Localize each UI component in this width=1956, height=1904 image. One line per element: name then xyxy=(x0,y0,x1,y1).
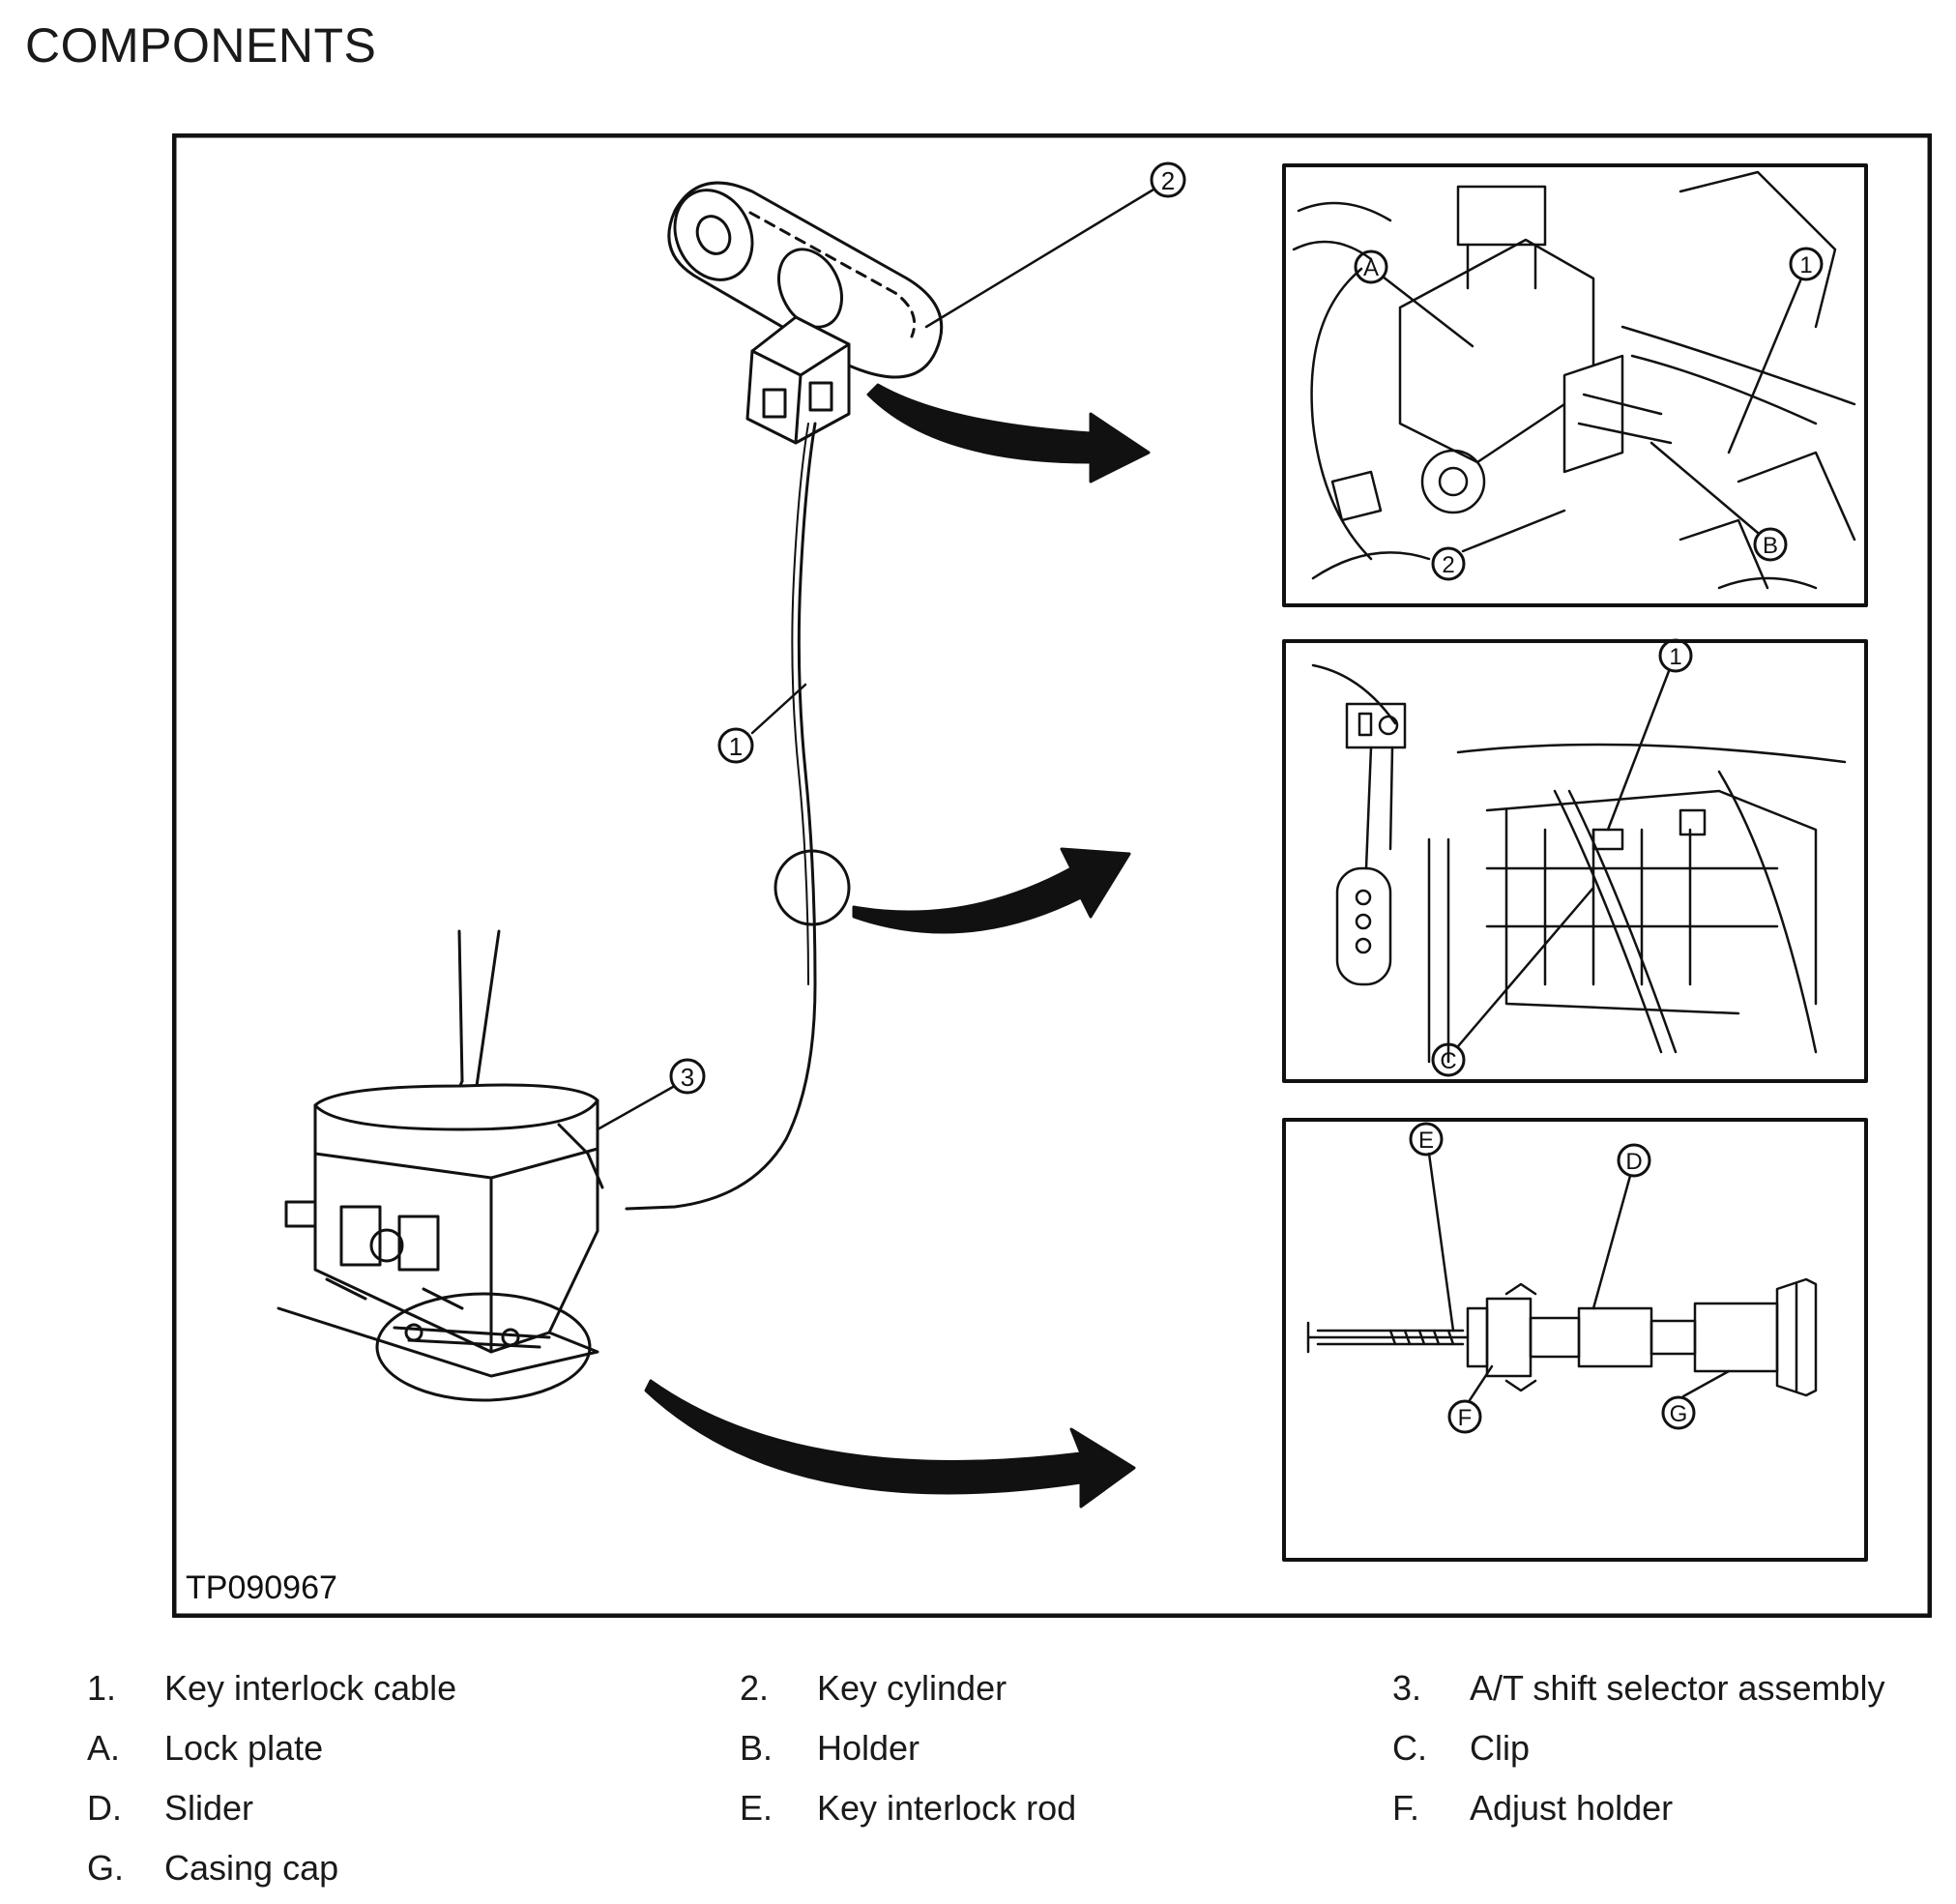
legend-text: Key interlock rod xyxy=(817,1788,1077,1828)
arrow-to-bottom-detail xyxy=(644,1379,1136,1509)
callout-1-cable: 1 xyxy=(717,727,754,764)
figure-code: TP090967 xyxy=(186,1569,337,1606)
detail-panel-middle xyxy=(1282,639,1868,1083)
leader-lines xyxy=(596,188,1803,1402)
callout-1-top: 1 xyxy=(1789,247,1824,281)
legend-text: Adjust holder xyxy=(1470,1788,1674,1828)
callout-label: B xyxy=(1763,533,1778,559)
legend-text: Lock plate xyxy=(164,1728,324,1768)
rod-detail-ellipse xyxy=(375,1292,592,1402)
callout-c: C xyxy=(1431,1042,1466,1077)
cable-clip-detail-circle xyxy=(774,849,851,926)
callout-label: 3 xyxy=(681,1063,694,1092)
bottom-panel-drawing xyxy=(1306,1277,1818,1397)
callout-1-middle: 1 xyxy=(1658,638,1693,673)
components-figure: 2 1 3 A 1 B 2 1 C E D F G TP090967 xyxy=(172,133,1932,1618)
legend-text: A/T shift selector assembly xyxy=(1470,1668,1885,1708)
key-cylinder-drawing xyxy=(667,181,944,445)
legend-text: Slider xyxy=(164,1788,254,1828)
callout-d: D xyxy=(1617,1143,1651,1178)
legend-text: Key interlock cable xyxy=(164,1668,457,1708)
callout-label: D xyxy=(1625,1149,1642,1175)
legend-key: G. xyxy=(87,1848,125,1888)
callout-b: B xyxy=(1753,527,1788,562)
callout-label: 2 xyxy=(1161,166,1175,195)
legend-text: Clip xyxy=(1470,1728,1531,1768)
legend-key: F. xyxy=(1392,1788,1420,1828)
legend-text: Key cylinder xyxy=(817,1668,1007,1708)
legend-key: C. xyxy=(1392,1728,1427,1768)
page-title: COMPONENTS xyxy=(25,18,377,73)
legend-key: 1. xyxy=(87,1668,117,1708)
legend-key: A. xyxy=(87,1728,121,1768)
callout-label: 1 xyxy=(1799,252,1812,278)
shift-selector-drawing xyxy=(277,929,604,1378)
callout-label: 2 xyxy=(1442,552,1454,578)
callout-a: A xyxy=(1354,249,1388,284)
arrow-to-top-detail xyxy=(866,383,1151,483)
legend-key: D. xyxy=(87,1788,122,1828)
legend-key: B. xyxy=(740,1728,774,1768)
callout-label: G xyxy=(1670,1401,1688,1427)
legend-text: Casing cap xyxy=(164,1848,339,1888)
key-interlock-cable xyxy=(625,422,817,1211)
callout-e: E xyxy=(1409,1122,1444,1157)
callout-3-selector: 3 xyxy=(669,1058,706,1095)
callout-f: F xyxy=(1447,1399,1482,1434)
top-panel-drawing xyxy=(1292,170,1856,590)
legend-key: 2. xyxy=(740,1668,770,1708)
middle-panel-drawing xyxy=(1311,663,1847,1064)
legend-key: E. xyxy=(740,1788,774,1828)
arrow-to-middle-detail xyxy=(852,847,1131,934)
detail-panel-bottom xyxy=(1282,1118,1868,1562)
callout-label: 1 xyxy=(729,732,743,761)
callout-label: E xyxy=(1418,1128,1434,1154)
legend-key: 3. xyxy=(1392,1668,1422,1708)
figure-frame xyxy=(172,133,1932,1618)
detail-panel-top xyxy=(1282,163,1868,607)
callout-2-top: 2 xyxy=(1431,546,1466,581)
callout-label: 1 xyxy=(1669,644,1681,670)
legend-text: Holder xyxy=(817,1728,920,1768)
callout-label: F xyxy=(1458,1405,1473,1431)
callout-g: G xyxy=(1661,1395,1696,1430)
callout-2-cylinder: 2 xyxy=(1150,161,1186,198)
callout-label: A xyxy=(1363,255,1379,281)
callout-label: C xyxy=(1440,1048,1456,1074)
